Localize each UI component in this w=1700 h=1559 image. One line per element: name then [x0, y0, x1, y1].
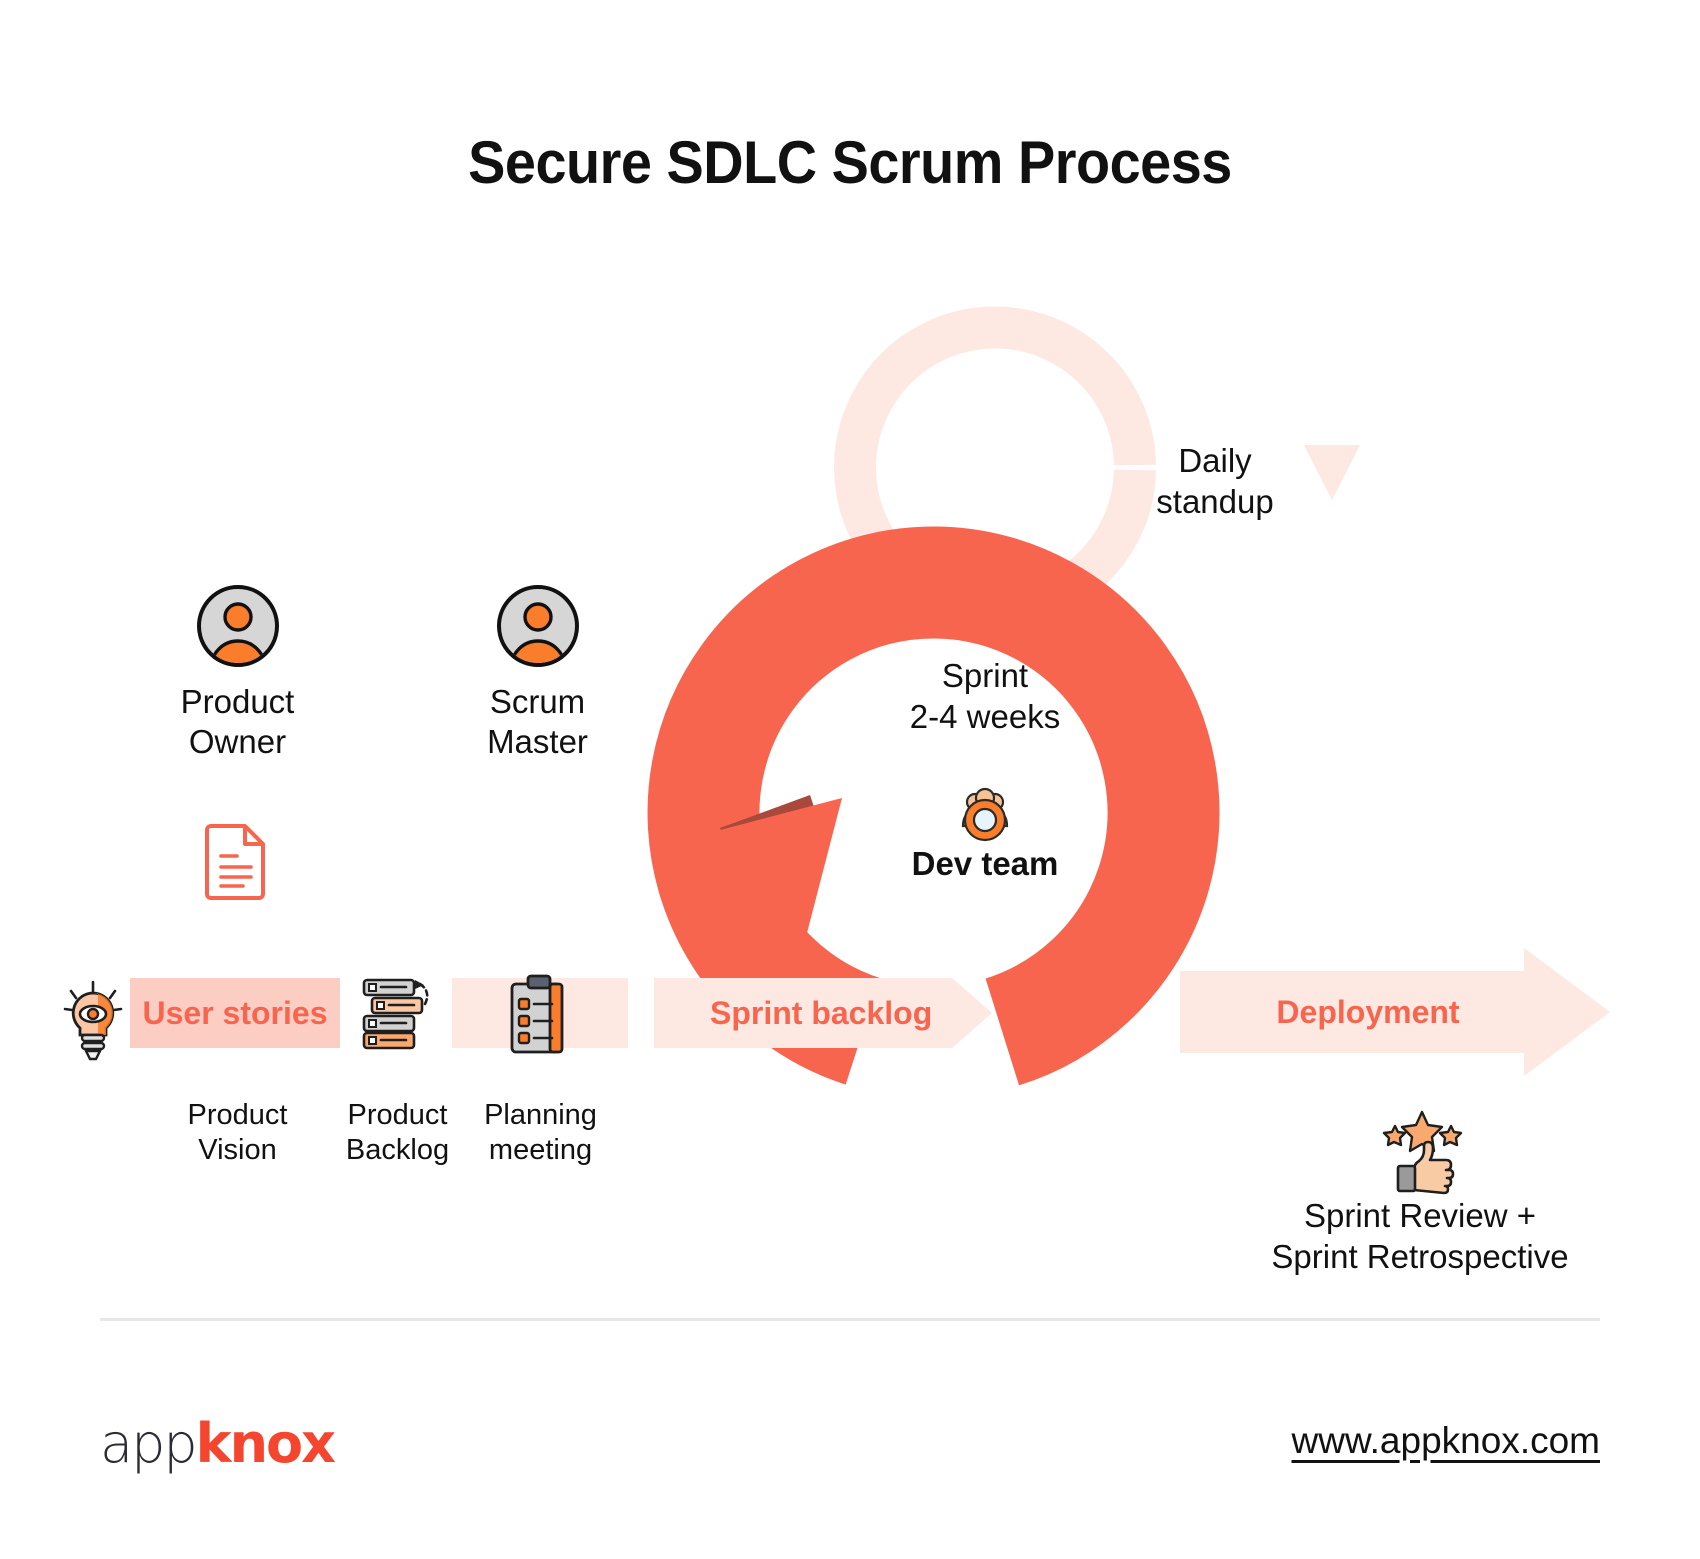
daily-standup-label: Daily standup	[1156, 442, 1274, 520]
caption-planning-meeting: Planning meeting	[484, 1099, 597, 1166]
role-label: Scrum Master	[487, 683, 588, 760]
deployment-label: Deployment	[1276, 993, 1460, 1030]
backlog-list-icon	[362, 978, 429, 1050]
sprint-ring	[647, 526, 1220, 1086]
avatar	[496, 584, 580, 668]
role-product-owner: Product Owner	[140, 584, 335, 762]
user-stories-label: User stories	[142, 994, 328, 1031]
website-url[interactable]: www.appknox.com	[1291, 1420, 1600, 1461]
clipboard-checklist-icon	[510, 974, 564, 1054]
page-title: Secure SDLC Scrum Process	[468, 129, 1232, 196]
sprint-backlog-band: Sprint backlog	[654, 978, 992, 1048]
team-gear-icon	[961, 787, 1009, 842]
sprint-duration-text: Sprint 2-4 weeks	[909, 657, 1061, 735]
lightbulb-idea-icon	[63, 980, 123, 1061]
caption-product-backlog: Product Backlog	[345, 1099, 450, 1166]
thumbs-up-stars-icon	[1382, 1110, 1463, 1195]
document-icon	[205, 824, 265, 900]
caption-sprint-review: Sprint Review + Sprint Retrospective	[1271, 1197, 1569, 1275]
dev-team-label: Dev team	[911, 845, 1059, 882]
caption-product-vision: Product Vision	[187, 1099, 288, 1166]
role-scrum-master: Scrum Master	[440, 584, 635, 762]
sprint-backlog-label: Sprint backlog	[710, 994, 933, 1031]
logo-text-app: app	[100, 1412, 198, 1475]
logo-text-knox: knox	[195, 1412, 336, 1475]
role-label: Product Owner	[180, 683, 295, 760]
user-stories-band: User stories	[130, 978, 340, 1048]
footer-divider	[100, 1318, 1600, 1321]
sprint-cycle-arrow	[647, 306, 1360, 1086]
appknox-logo: appknox	[100, 1412, 336, 1475]
avatar	[196, 584, 280, 668]
